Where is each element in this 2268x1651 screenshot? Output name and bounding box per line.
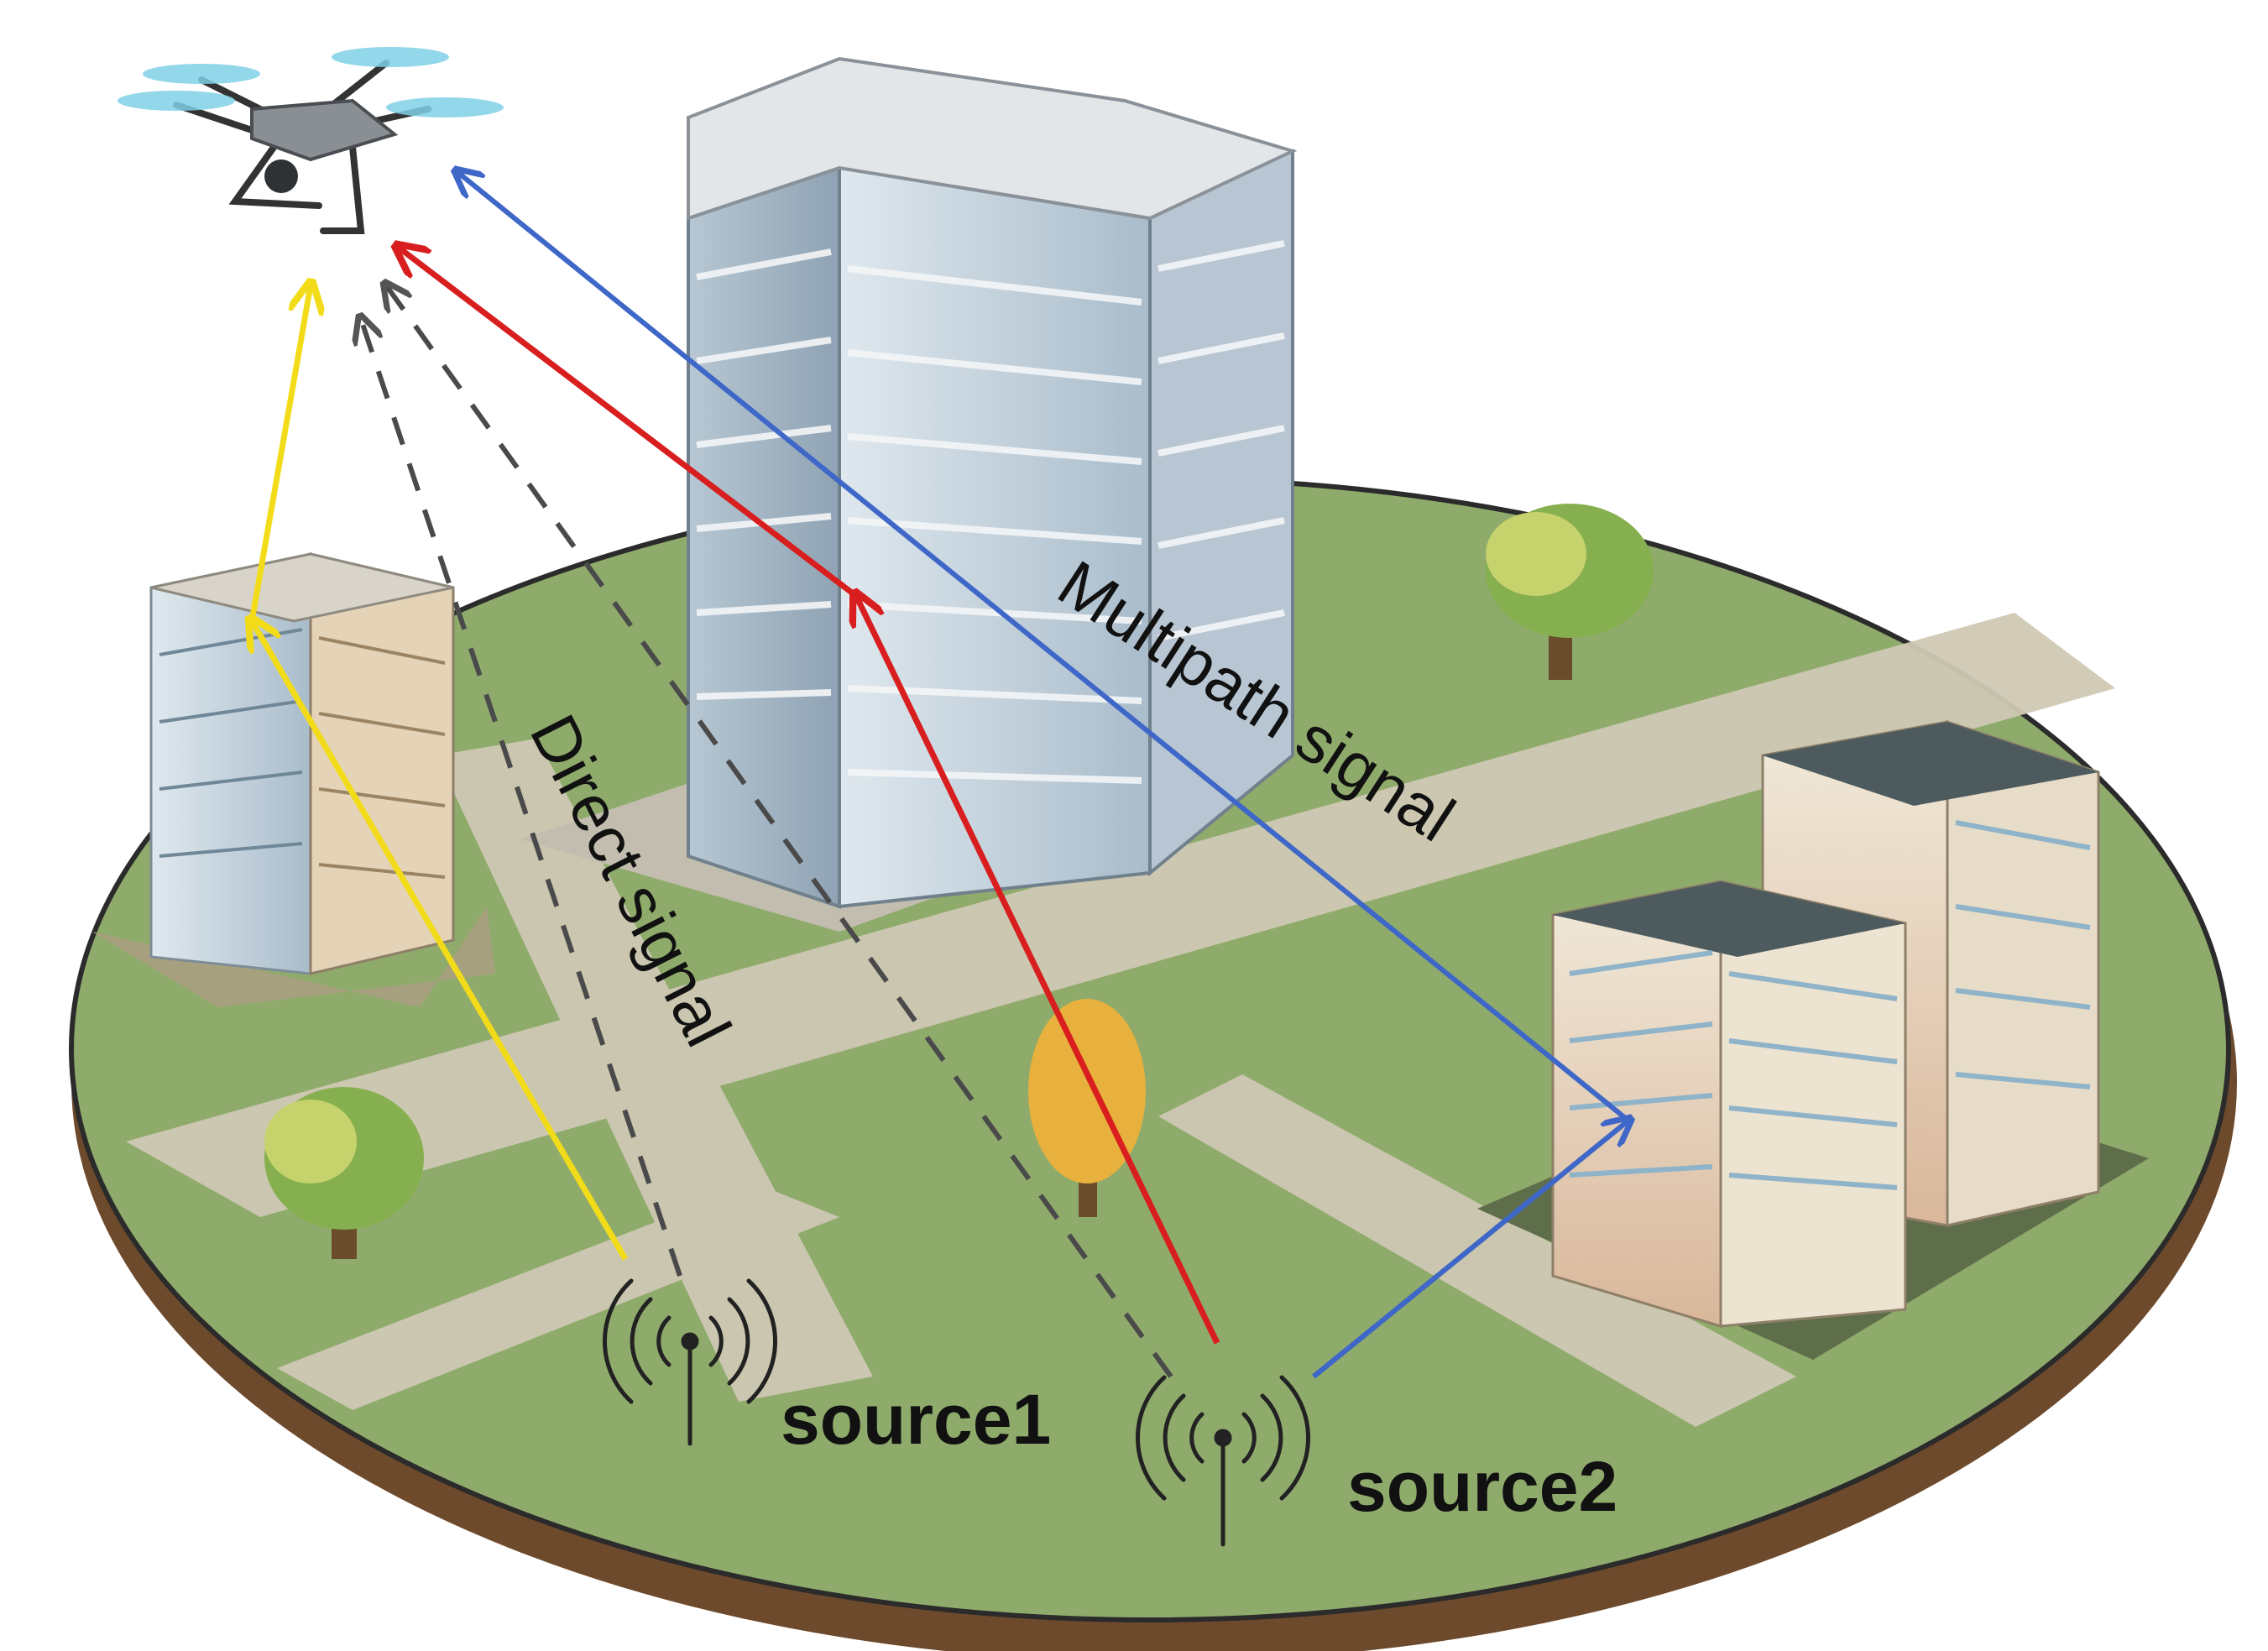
source2-label: source2 — [1347, 1447, 1617, 1526]
signal-paths — [252, 172, 1628, 1379]
tree-icon — [264, 1087, 424, 1259]
roads — [126, 613, 2115, 1427]
antenna-icon — [602, 1278, 778, 1446]
direct-path-line — [361, 319, 682, 1277]
reflected-path-red-arrow-mid — [856, 596, 1220, 1345]
antenna-icon — [1135, 1375, 1311, 1547]
central-tower — [520, 56, 1298, 932]
multipath-line-arrow-mid — [1312, 1121, 1628, 1379]
tree-icon — [1486, 504, 1654, 680]
source1-label: source1 — [781, 1380, 1051, 1459]
apartment-buildings — [1477, 719, 2149, 1360]
direct-path-line — [386, 285, 1173, 1378]
reflected-path-yellow-arrow-mid — [252, 621, 629, 1261]
drone-icon — [118, 47, 504, 234]
